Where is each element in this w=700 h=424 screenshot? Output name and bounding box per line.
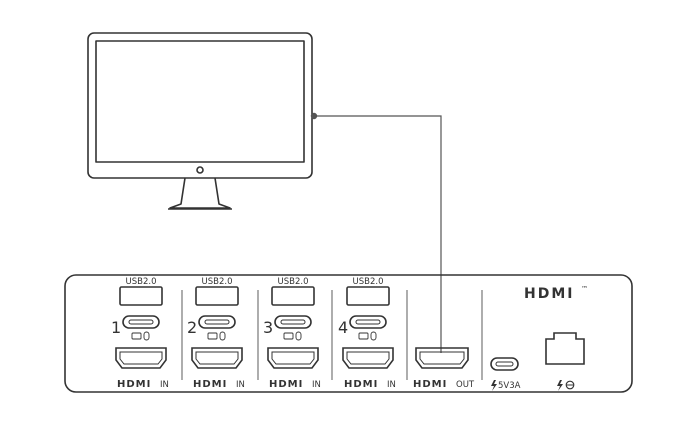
- usbc-power-port-inner: [495, 361, 514, 367]
- hdmi-in-suffix: IN: [160, 380, 169, 390]
- usb-a-port: [271, 286, 315, 306]
- usbc-power-port: [490, 357, 519, 371]
- keyboard-icon: [131, 332, 142, 340]
- usbc-port-inner: [128, 319, 154, 325]
- usb-a-port: [346, 286, 390, 306]
- hdmi-logo-text: HDMI: [524, 286, 574, 302]
- hdmi-in-port-inner: [195, 351, 239, 365]
- ethernet-group: [545, 332, 585, 391]
- hdmi-in-port: [267, 347, 319, 369]
- usb-a-port: [119, 286, 163, 306]
- hdmi-out-suffix: OUT: [456, 380, 475, 390]
- usbc-port: [274, 315, 312, 329]
- mouse-icon: [219, 331, 226, 341]
- usb-label: USB2.0: [126, 277, 157, 287]
- kvm-chassis: [64, 274, 633, 393]
- usbc-power-label: 5V3A: [498, 381, 521, 391]
- monitor-bezel: [87, 32, 313, 179]
- monitor-screen: [95, 40, 305, 163]
- monitor: [87, 32, 313, 210]
- kvm-switch: [64, 274, 633, 393]
- hdmi-in-suffix: IN: [387, 380, 396, 390]
- cable-path: [314, 115, 442, 353]
- port-number: 1: [111, 318, 121, 337]
- port-number: 2: [187, 318, 197, 337]
- usbc-port-inner: [204, 319, 230, 325]
- mouse-icon: [370, 331, 377, 341]
- hdmi-in-port-inner: [271, 351, 315, 365]
- hdmi-out-port: [415, 347, 469, 369]
- mouse-icon: [143, 331, 150, 341]
- hdmi-in-logo: HDMI: [344, 379, 378, 390]
- usb-a-port: [195, 286, 239, 306]
- hdmi-in-logo: HDMI: [269, 379, 303, 390]
- usbc-port: [198, 315, 236, 329]
- mouse-icon: [295, 331, 302, 341]
- hdmi-in-port: [115, 347, 167, 369]
- power-usbc-group: 5V3A: [490, 357, 521, 391]
- usb-label: USB2.0: [202, 277, 233, 287]
- hdmi-out-port-inner: [419, 351, 465, 365]
- usbc-port-inner: [280, 319, 306, 325]
- hdmi-out-group: HDMI OUT: [413, 347, 475, 390]
- hdmi-in-port: [342, 347, 394, 369]
- hdmi-brand-logo: HDMI ™: [524, 285, 588, 302]
- hdmi-in-suffix: IN: [312, 380, 321, 390]
- hdmi-in-logo: HDMI: [117, 379, 151, 390]
- usbc-port: [349, 315, 387, 329]
- hdmi-in-port-inner: [119, 351, 163, 365]
- hdmi-in-suffix: IN: [236, 380, 245, 390]
- monitor-stand: [169, 177, 231, 209]
- ethernet-port-icon: [545, 332, 585, 365]
- hdmi-logo-trademark: ™: [581, 285, 588, 293]
- lightning-bolt-icon: [557, 380, 563, 391]
- hdmi-in-logo: HDMI: [193, 379, 227, 390]
- keyboard-icon: [358, 332, 369, 340]
- hdmi-in-port-inner: [346, 351, 390, 365]
- port-number: 4: [338, 318, 348, 337]
- hdmi-out-logo: HDMI: [413, 379, 447, 390]
- usbc-port-inner: [355, 319, 381, 325]
- usb-label: USB2.0: [278, 277, 309, 287]
- keyboard-icon: [207, 332, 218, 340]
- port-number: 3: [263, 318, 273, 337]
- hdmi-cable: [310, 112, 442, 353]
- hdmi-in-port: [191, 347, 243, 369]
- monitor-power-led: [196, 166, 204, 174]
- usbc-port: [122, 315, 160, 329]
- lightning-bolt-icon: [491, 380, 497, 391]
- keyboard-icon: [283, 332, 294, 340]
- usb-label: USB2.0: [353, 277, 384, 287]
